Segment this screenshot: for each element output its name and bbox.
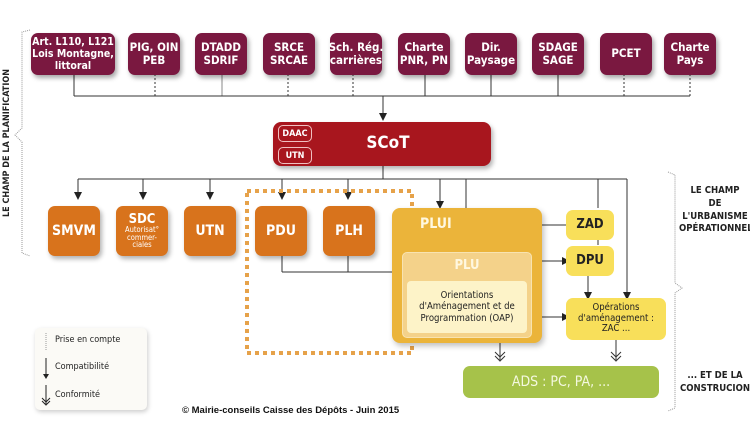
- ads-connectors: [494, 340, 622, 362]
- scot-tag-utn: UTN: [278, 147, 312, 164]
- scot-tag-daac: DAAC: [278, 125, 312, 142]
- smvm-box: SMVM: [48, 206, 100, 256]
- pdu-plh-connectors: [281, 255, 400, 276]
- copyright-footer: © Mairie-conseils Caisse des Dépôts - Ju…: [182, 405, 400, 416]
- top-box-charte-pnr: Charte PNR, PN: [398, 33, 450, 75]
- pdu-plh-dotted-frame: [245, 189, 414, 355]
- top-box-dir-paysage: Dir. Paysage: [465, 33, 517, 75]
- sdc-subtitle: Autorisat° commer- ciales: [125, 224, 159, 250]
- top-row-connectors: [73, 74, 691, 121]
- zad-box: ZAD: [566, 210, 614, 240]
- plu-box: PLU Orientations d'Aménagement et de Pro…: [402, 252, 532, 338]
- top-box-pig-oin: PIG, OIN PEB: [128, 33, 180, 75]
- legend-item-conformite: Conformité: [55, 390, 101, 400]
- ads-box: ADS : PC, PA, ...: [463, 366, 659, 398]
- legend-double-arrow-head-2: [41, 400, 51, 406]
- scot-connectors: [74, 165, 631, 300]
- legend-double-arrow-head-1: [41, 397, 51, 403]
- oap-box: Orientations d'Aménagement et de Program…: [407, 281, 527, 333]
- top-box-sdage: SDAGE SAGE: [532, 33, 584, 75]
- top-box-charte-pays: Charte Pays: [664, 33, 716, 75]
- legend-symbols: [41, 333, 51, 406]
- label-champ-urbanisme: LE CHAMP DE L'URBANISME OPÉRATIONNEL: [679, 185, 750, 235]
- label-construction: ... ET DE LA CONSTRUCION: [679, 370, 750, 394]
- plu-title: PLU: [454, 258, 480, 273]
- label-champ-planification: LE CHAMP DE LA PLANIFICATION: [2, 69, 12, 218]
- sdc-box: SDC Autorisat° commer- ciales: [116, 206, 168, 256]
- dpu-box: DPU: [566, 246, 614, 276]
- legend: Prise en compte Compatibilité Conformité: [35, 328, 147, 410]
- top-box-art-l110: Art. L110, L121 Lois Montagne, littoral: [31, 33, 115, 75]
- sdc-title: SDC: [128, 211, 156, 227]
- planification-brace: [14, 29, 31, 257]
- legend-item-prise-en-compte: Prise en compte: [55, 335, 121, 345]
- top-box-sch-reg: Sch. Rég. carrières: [329, 33, 383, 75]
- scot-title: SCoT: [366, 133, 410, 154]
- plh-box: PLH: [323, 206, 375, 256]
- utn-box: UTN: [184, 206, 236, 256]
- top-box-srce: SRCE SRCAE: [263, 33, 315, 75]
- pdu-box: PDU: [255, 206, 307, 256]
- urbanisme-brace: [667, 171, 683, 412]
- plui-box: PLUI PLU Orientations d'Aménagement et d…: [392, 208, 542, 343]
- top-box-pcet: PCET: [600, 33, 652, 75]
- plui-title: PLUI: [420, 216, 452, 232]
- legend-arrow-head: [43, 374, 49, 379]
- top-box-dtadd: DTADD SDRIF: [195, 33, 247, 75]
- operations-box: Opérations d'aménagement : ZAC ...: [566, 298, 666, 340]
- legend-item-compatibilite: Compatibilité: [55, 362, 110, 372]
